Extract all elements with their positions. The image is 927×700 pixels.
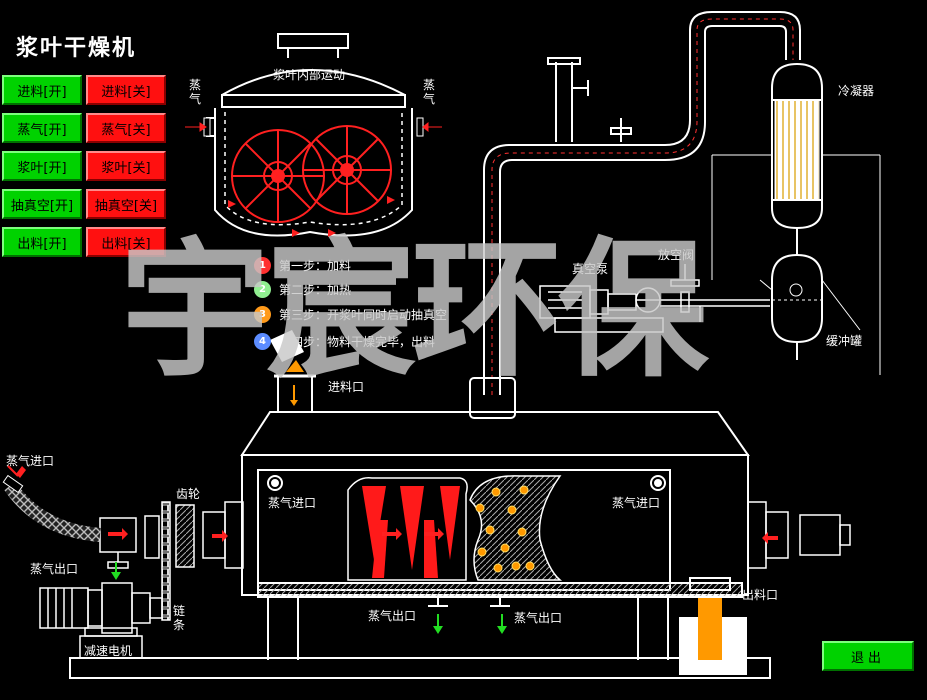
paddle-open-button[interactable]: 浆叶[开] [2, 151, 82, 181]
steam-outlet-bottom-2-label: 蒸气出口 [514, 611, 563, 625]
inner-motion-label: 浆叶内部运动 [273, 68, 346, 82]
step-3-badge: 3 [254, 306, 271, 323]
step-4-badge: 4 [254, 333, 271, 350]
step-3-text: 第三步：开浆叶同时启动抽真空 [279, 308, 448, 322]
feed-port-label: 进料口 [328, 380, 365, 394]
discharge-port-label: 出料口 [742, 588, 779, 602]
steam-left-label: 蒸气 [188, 78, 201, 106]
steam-inlet-inner-right-label: 蒸气进口 [612, 496, 661, 510]
steam-open-button[interactable]: 蒸气[开] [2, 113, 82, 143]
buffer-tank-label: 缓冲罐 [826, 334, 863, 348]
vent-valve-label: 放空阀 [658, 248, 695, 262]
motor-label: 减速电机 [84, 644, 133, 658]
paddle-close-button[interactable]: 浆叶[关] [86, 151, 166, 181]
step-2: 2 第二步：加热 [254, 281, 351, 298]
steam-inlet-inner-left-label: 蒸气进口 [268, 496, 317, 510]
steam-inlet-left-label: 蒸气进口 [6, 454, 55, 468]
discharge-close-button[interactable]: 出料[关] [86, 227, 166, 257]
step-4: 4 第四步：物料干燥完毕，出料 [254, 333, 435, 350]
dryer-body [69, 411, 771, 679]
step-1: 1 第一步：加料 [254, 257, 351, 274]
step-2-badge: 2 [254, 281, 271, 298]
vacuum-close-button[interactable]: 抽真空[关] [86, 189, 166, 219]
vacuum-pipeline [469, 11, 801, 419]
chain-label: 链条 [172, 604, 185, 632]
vacuum-pump [539, 264, 770, 333]
steam-hose [4, 481, 101, 542]
vacuum-pump-label: 真空泵 [572, 262, 609, 276]
watermark: 宇宸环保 [120, 224, 708, 398]
steam-outlet-bottom-1-label: 蒸气出口 [368, 609, 417, 623]
step-1-text: 第一步：加料 [279, 259, 352, 273]
buffer-tank [759, 253, 861, 360]
step-3: 3 第三步：开浆叶同时启动抽真空 [254, 306, 447, 323]
steam-outlet-left-label: 蒸气出口 [30, 562, 79, 576]
condenser [711, 62, 881, 375]
discharge-open-button[interactable]: 出料[开] [2, 227, 82, 257]
feed-hopper [270, 330, 316, 413]
flow-arrows [7, 465, 778, 634]
exit-button[interactable]: 退出 [822, 641, 914, 671]
steam-close-button[interactable]: 蒸气[关] [86, 113, 166, 143]
drive-train [39, 501, 851, 659]
step-1-badge: 1 [254, 257, 271, 274]
dryer-inner-paddles [347, 475, 563, 581]
page-title: 浆叶干燥机 [16, 36, 137, 61]
step-4-text: 第四步：物料干燥完毕，出料 [279, 335, 436, 349]
feed-close-button[interactable]: 进料[关] [86, 75, 166, 105]
vacuum-open-button[interactable]: 抽真空[开] [2, 189, 82, 219]
step-2-text: 第二步：加热 [279, 283, 352, 297]
gear-label: 齿轮 [176, 487, 201, 501]
steam-right-label: 蒸气 [422, 78, 435, 106]
paddle-chamber [185, 33, 442, 237]
feed-open-button[interactable]: 进料[开] [2, 75, 82, 105]
condenser-label: 冷凝器 [838, 84, 875, 98]
